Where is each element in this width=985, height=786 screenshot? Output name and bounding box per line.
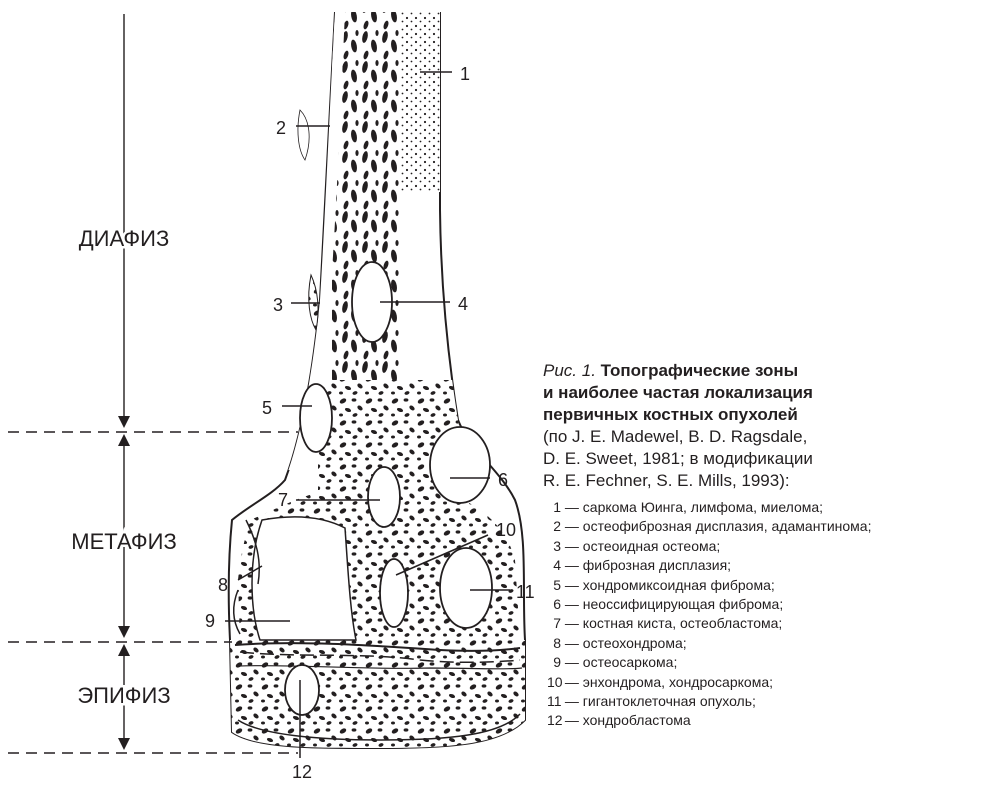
marker-10: 10 xyxy=(496,520,516,540)
caption-title-line1: Рис. 1. Топографические зоны xyxy=(543,360,983,382)
legend-item: 5 — хондромиксоидная фиброма; xyxy=(547,576,983,595)
legend-item: 4 — фиброзная дисплазия; xyxy=(547,556,983,575)
legend-item: 6 — неоссифицирующая фиброма; xyxy=(547,595,983,614)
marker-1: 1 xyxy=(460,64,470,84)
zone-arrows xyxy=(118,14,130,750)
legend-text: энхондрома, хондросаркома; xyxy=(583,674,773,690)
legend-dash: — xyxy=(561,635,583,651)
legend-dash: — xyxy=(561,557,583,573)
legend-text: остеосаркома; xyxy=(583,654,678,670)
legend-item: 10 — энхондрома, хондросаркома; xyxy=(547,673,983,692)
legend-number: 2 xyxy=(547,517,561,536)
caption-source-line2: D. E. Sweet, 1981; в модификации xyxy=(543,448,983,470)
legend-item: 3 — остеоидная остеома; xyxy=(547,537,983,556)
legend-number: 5 xyxy=(547,576,561,595)
legend-number: 12 xyxy=(547,711,561,730)
legend-number: 4 xyxy=(547,556,561,575)
legend-dash: — xyxy=(561,596,583,612)
marker-6: 6 xyxy=(498,470,508,490)
legend-number: 1 xyxy=(547,498,561,517)
zone-label-diaphysis: ДИАФИЗ xyxy=(79,226,169,251)
legend-dash: — xyxy=(561,615,583,631)
marker-2: 2 xyxy=(276,118,286,138)
marker-9: 9 xyxy=(205,611,215,631)
marker-7: 7 xyxy=(278,490,288,510)
caption-label: Рис. 1. xyxy=(543,361,596,380)
legend-text: саркома Юинга, лимфома, миелома; xyxy=(583,499,823,515)
legend-dash: — xyxy=(561,712,583,728)
marker-5: 5 xyxy=(262,398,272,418)
figure-caption: Рис. 1. Топографические зоны и наиболее … xyxy=(543,360,983,731)
marker-8: 8 xyxy=(218,575,228,595)
legend-item: 2 — остеофиброзная дисплазия, адамантино… xyxy=(547,517,983,536)
legend-number: 9 xyxy=(547,653,561,672)
marker-3: 3 xyxy=(273,295,283,315)
legend-number: 3 xyxy=(547,537,561,556)
legend-dash: — xyxy=(561,499,583,515)
legend-dash: — xyxy=(561,674,583,690)
legend-text: неоссифицирующая фиброма; xyxy=(583,596,783,612)
legend-number: 8 xyxy=(547,634,561,653)
legend-text: остеохондрома; xyxy=(583,635,687,651)
marker-12: 12 xyxy=(292,762,312,781)
caption-title-line2: и наиболее частая локализация xyxy=(543,382,983,404)
legend-dash: — xyxy=(561,577,583,593)
caption-title-line3: первичных костных опухолей xyxy=(543,404,983,426)
legend-item: 7 — костная киста, остеобластома; xyxy=(547,614,983,633)
legend-text: остеофиброзная дисплазия, адамантинома; xyxy=(583,518,872,534)
legend-item: 9 — остеосаркома; xyxy=(547,653,983,672)
legend-list: 1 — саркома Юинга, лимфома, миелома; 2 —… xyxy=(547,498,983,731)
caption-source-line1: (по J. E. Madewel, B. D. Ragsdale, xyxy=(543,426,983,448)
legend-item: 8 — остеохондрома; xyxy=(547,634,983,653)
legend-text: остеоидная остеома; xyxy=(583,538,721,554)
legend-text: фиброзная дисплазия; xyxy=(583,557,731,573)
legend-number: 10 xyxy=(547,673,561,692)
legend-item: 1 — саркома Юинга, лимфома, миелома; xyxy=(547,498,983,517)
legend-text: костная киста, остеобластома; xyxy=(583,615,783,631)
caption-title-part1: Топографические зоны xyxy=(601,361,798,380)
legend-text: хондромиксоидная фиброма; xyxy=(583,577,775,593)
legend-dash: — xyxy=(561,654,583,670)
legend-text: гигантоклеточная опухоль; xyxy=(583,693,756,709)
zone-label-epiphysis: ЭПИФИЗ xyxy=(77,683,170,708)
legend-dash: — xyxy=(561,538,583,554)
marker-11: 11 xyxy=(516,582,535,602)
marker-4: 4 xyxy=(458,294,468,314)
legend-number: 11 xyxy=(547,692,561,711)
zone-label-metaphysis: МЕТАФИЗ xyxy=(71,529,176,554)
legend-number: 7 xyxy=(547,614,561,633)
legend-text: хондробластома xyxy=(583,712,691,728)
legend-number: 6 xyxy=(547,595,561,614)
legend-item: 11 — гигантоклеточная опухоль; xyxy=(547,692,983,711)
legend-item: 12 — хондробластома xyxy=(547,711,983,730)
legend-dash: — xyxy=(561,518,583,534)
legend-dash: — xyxy=(561,693,583,709)
caption-source-line3: R. E. Fechner, S. E. Mills, 1993): xyxy=(543,470,983,492)
